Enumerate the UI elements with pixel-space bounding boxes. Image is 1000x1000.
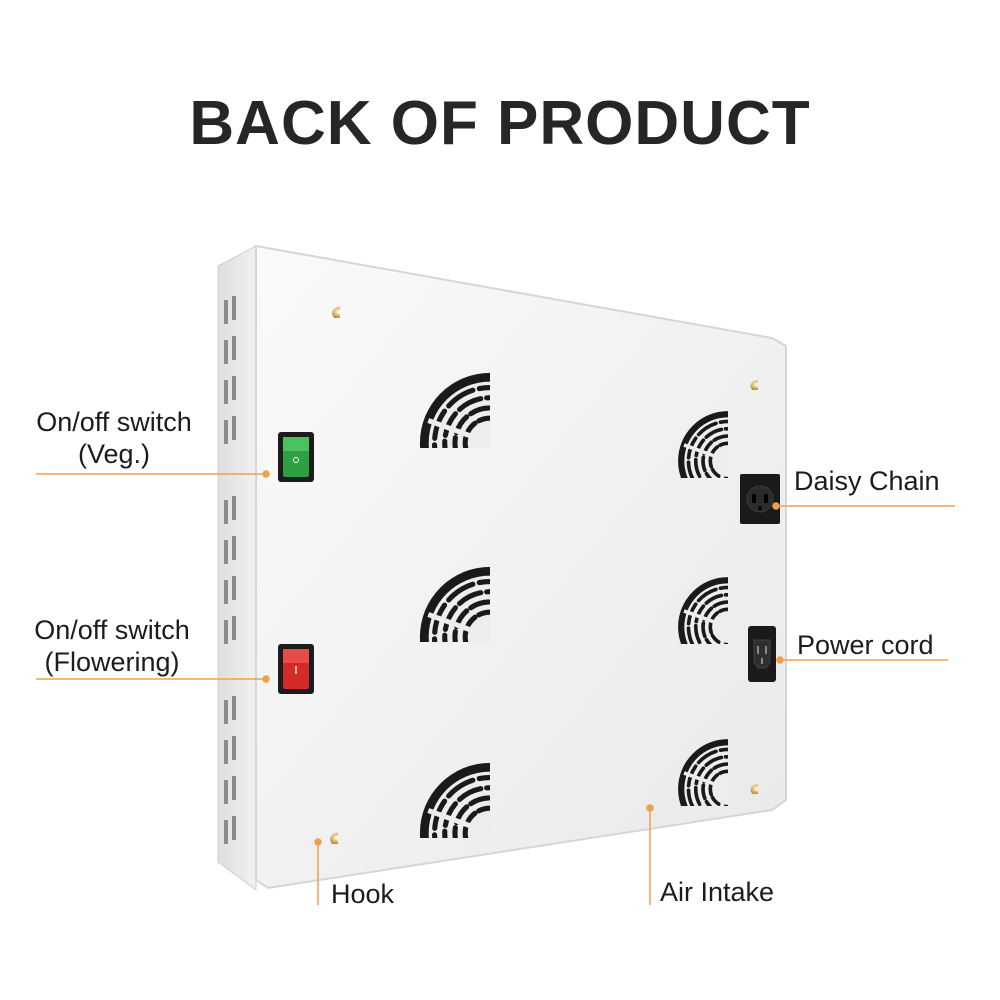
callout-switch-veg-line1: On/off switch [36,407,192,437]
daisy-chain-socket[interactable] [740,474,780,524]
veg-switch[interactable] [278,432,314,482]
callout-hook: Hook [331,879,395,909]
callout-switch-veg-line2: (Veg.) [77,439,151,469]
flowering-switch[interactable] [278,644,314,694]
callout-switch-flowering-line1: On/off switch [34,615,190,645]
callout-switch-flowering-line2: (Flowering) [44,647,180,677]
callout-switch-flowering: On/off switch (Flowering) [24,614,200,678]
page-title: BACK OF PRODUCT [189,89,811,158]
callout-daisy-chain: Daisy Chain [794,466,940,496]
power-cord-inlet[interactable] [748,626,776,682]
callout-power-cord: Power cord [797,630,934,660]
callout-air-intake: Air Intake [660,877,775,907]
callout-switch-veg: On/off switch (Veg.) [26,406,202,470]
